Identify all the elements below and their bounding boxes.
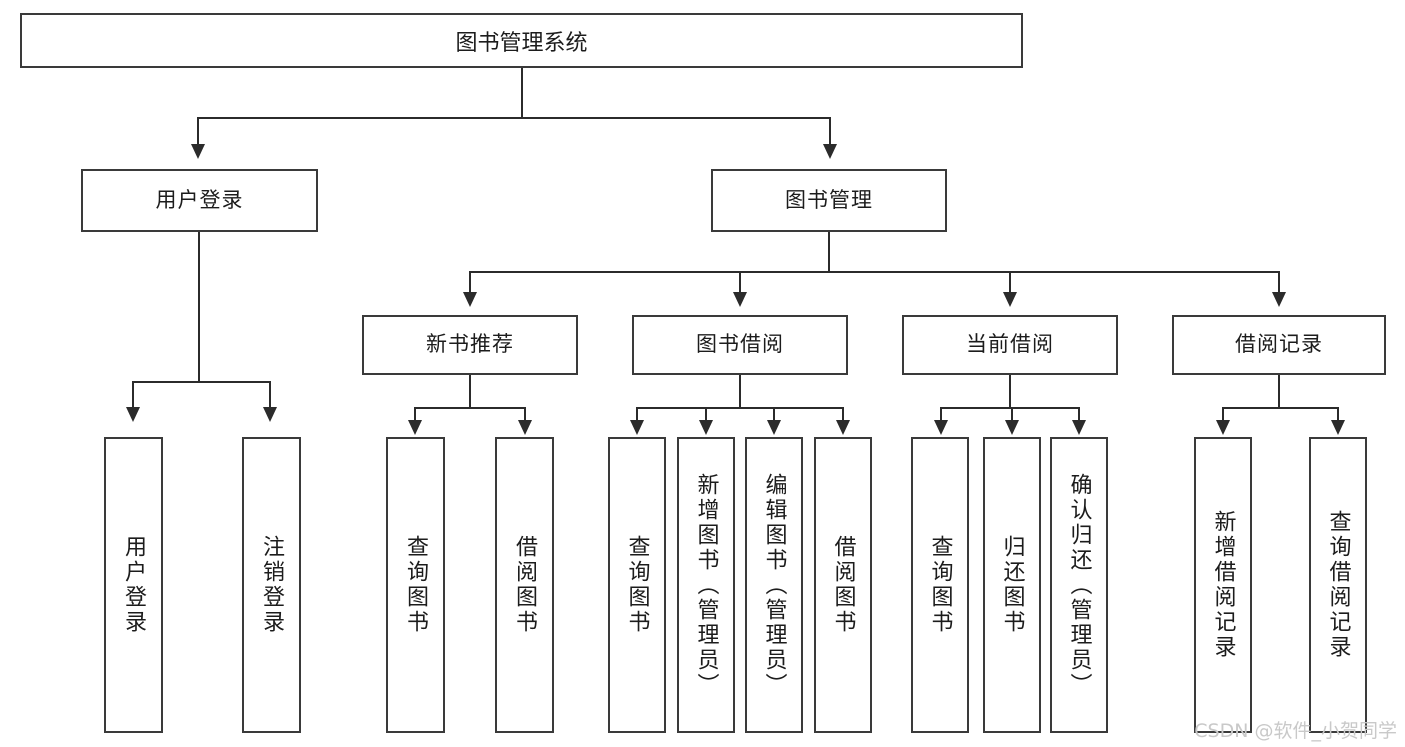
arrow-to-new-book-recommend [463, 292, 477, 307]
connector-cb-bus [940, 407, 1080, 409]
node-book-borrow[interactable]: 图书借阅 [632, 315, 848, 375]
leaf-edit-book-admin[interactable]: 编辑图书（管理员） [745, 437, 803, 733]
node-label: 注销登录 [259, 535, 285, 635]
arrow-leaf-edit-book-bb [767, 420, 781, 435]
arrow-leaf-confirm-return-cb [1072, 420, 1086, 435]
connector-bm-to-book-borrow [739, 271, 741, 293]
connector-cb-leaf-1 [940, 407, 942, 421]
node-label: 借阅图书 [512, 535, 538, 635]
connector-nbr-leaf-2 [524, 407, 526, 421]
node-label: 新增图书（管理员） [693, 472, 719, 698]
leaf-query-book-borrow[interactable]: 查询图书 [608, 437, 666, 733]
connector-user-login-leaf-1 [132, 381, 134, 408]
node-label: 查询图书 [927, 535, 953, 635]
arrow-leaf-query-book-bb [630, 420, 644, 435]
connector-br-bus [1222, 407, 1339, 409]
connector-user-login-stem [198, 232, 200, 382]
connector-root-to-book-management [829, 117, 831, 145]
connector-bb-leaf-3 [773, 407, 775, 421]
connector-cb-leaf-3 [1078, 407, 1080, 421]
leaf-return-book[interactable]: 归还图书 [983, 437, 1041, 733]
connector-bm-to-new-book [469, 271, 471, 293]
node-label: 确认归还（管理员） [1066, 472, 1092, 698]
node-user-login[interactable]: 用户登录 [81, 169, 318, 232]
node-label: 借阅记录 [1235, 332, 1323, 357]
connector-bb-bus [636, 407, 844, 409]
leaf-add-borrow-record[interactable]: 新增借阅记录 [1194, 437, 1252, 733]
node-book-management[interactable]: 图书管理 [711, 169, 947, 232]
node-root-book-management-system[interactable]: 图书管理系统 [20, 13, 1023, 68]
watermark: CSDN @软件_小贺同学 [1194, 720, 1397, 742]
leaf-add-book-admin[interactable]: 新增图书（管理员） [677, 437, 735, 733]
arrow-to-book-borrow [733, 292, 747, 307]
node-label: 查询图书 [403, 535, 429, 635]
node-label: 用户登录 [155, 187, 244, 212]
arrow-leaf-query-book-cb [934, 420, 948, 435]
connector-nbr-stem [469, 375, 471, 408]
arrow-leaf-return-book-cb [1005, 420, 1019, 435]
node-label: 新书推荐 [426, 332, 514, 357]
arrow-leaf-add-book-bb [699, 420, 713, 435]
arrow-leaf-query-record-br [1331, 420, 1345, 435]
leaf-borrow-book[interactable]: 借阅图书 [814, 437, 872, 733]
arrow-leaf-logout [263, 407, 277, 422]
connector-nbr-bus [414, 407, 526, 409]
connector-bb-leaf-4 [842, 407, 844, 421]
connector-bb-stem [739, 375, 741, 408]
connector-user-login-bus [132, 381, 270, 383]
connector-user-login-leaf-2 [269, 381, 271, 408]
arrow-to-borrow-record [1272, 292, 1286, 307]
node-borrow-record[interactable]: 借阅记录 [1172, 315, 1386, 375]
leaf-query-book-recommend[interactable]: 查询图书 [386, 437, 445, 733]
node-label: 新增借阅记录 [1210, 510, 1236, 660]
leaf-user-login[interactable]: 用户登录 [104, 437, 163, 733]
connector-cb-leaf-2 [1011, 407, 1013, 421]
connector-br-stem [1278, 375, 1280, 408]
connector-nbr-leaf-1 [414, 407, 416, 421]
node-current-borrow[interactable]: 当前借阅 [902, 315, 1118, 375]
leaf-confirm-return-admin[interactable]: 确认归还（管理员） [1050, 437, 1108, 733]
connector-root-bus [197, 117, 831, 119]
connector-bb-leaf-1 [636, 407, 638, 421]
leaf-borrow-book-recommend[interactable]: 借阅图书 [495, 437, 554, 733]
arrow-leaf-add-record-br [1216, 420, 1230, 435]
connector-bm-to-current-borrow [1009, 271, 1011, 293]
arrow-leaf-borrow-book-bb [836, 420, 850, 435]
node-label: 查询借阅记录 [1325, 510, 1351, 660]
node-label: 图书借阅 [696, 332, 784, 357]
connector-root-to-user-login [197, 117, 199, 145]
connector-br-leaf-2 [1337, 407, 1339, 421]
node-label: 借阅图书 [830, 535, 856, 635]
arrow-leaf-query-book-nbr [408, 420, 422, 435]
node-label: 用户登录 [121, 535, 147, 635]
node-new-book-recommend[interactable]: 新书推荐 [362, 315, 578, 375]
connector-cb-stem [1009, 375, 1011, 408]
connector-bb-leaf-2 [705, 407, 707, 421]
arrow-leaf-user-login [126, 407, 140, 422]
connector-root-stem [521, 68, 523, 118]
node-label: 图书管理 [785, 187, 873, 212]
connector-br-leaf-1 [1222, 407, 1224, 421]
arrow-leaf-borrow-book-nbr [518, 420, 532, 435]
leaf-query-borrow-record[interactable]: 查询借阅记录 [1309, 437, 1367, 733]
leaf-query-book-current[interactable]: 查询图书 [911, 437, 969, 733]
node-label: 当前借阅 [966, 332, 1054, 357]
node-label: 编辑图书（管理员） [761, 472, 787, 698]
arrow-to-book-management [823, 144, 837, 159]
arrow-to-current-borrow [1003, 292, 1017, 307]
arrow-to-user-login [191, 144, 205, 159]
node-label: 归还图书 [999, 535, 1025, 635]
connector-book-management-stem [828, 232, 830, 272]
connector-bm-to-borrow-record [1278, 271, 1280, 293]
leaf-logout[interactable]: 注销登录 [242, 437, 301, 733]
node-label: 图书管理系统 [455, 30, 588, 56]
node-label: 查询图书 [624, 535, 650, 635]
connector-book-management-bus [469, 271, 1279, 273]
